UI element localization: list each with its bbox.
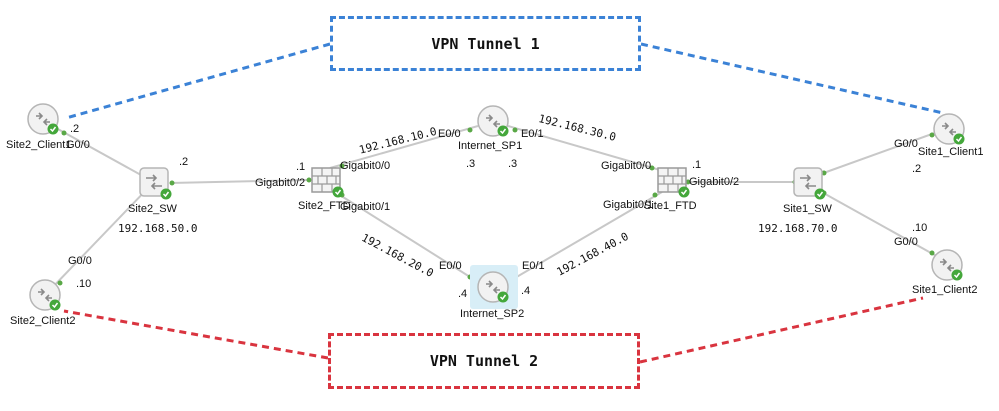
sp1-host-b-label: .3 [508,158,518,170]
link-s2c1-s2sw [55,127,151,181]
vpn-tunnel-2-label: VPN Tunnel 2 [429,352,539,370]
s2ftd-g01-label: Gigabit0/1 [340,201,391,213]
vpn-tunnel-2-box: VPN Tunnel 2 [328,333,640,389]
s2c1-interface-label: G0/0 [66,139,90,151]
vpn-tunnel-1-label: VPN Tunnel 1 [431,34,540,53]
link-s1sw-s1c1 [817,129,944,176]
s1c2-interface-label: G0/0 [894,236,918,248]
s1c2-host-label: .10 [912,222,928,234]
vpn-tunnel-1-box: VPN Tunnel 1 [330,16,641,71]
site1-ftd-node[interactable] [656,164,692,205]
link-s2ftd-sp1 [329,125,479,169]
s1ftd-host-label: .1 [692,159,702,171]
link-s2sw-s2ftd [169,179,311,184]
sp2-host-b-label: .4 [521,285,531,297]
link-sp2-s1ftd [507,191,663,283]
s1c1-interface-label: G0/0 [894,138,918,150]
s2ftd-host-label: .1 [296,161,306,173]
tunnel1-left-line [65,42,331,120]
site2-client2-name: Site2_Client2 [10,315,76,327]
internet-sp2-node[interactable] [470,265,518,309]
site2-ftd-node[interactable] [310,164,346,205]
site2-client2-node[interactable] [28,278,64,319]
link-s1sw-s1c2 [817,189,941,259]
site2-ftd-name: Site2_FTD [298,200,351,212]
s2ftd-g02-label: Gigabit0/2 [255,177,306,189]
site1-client2-name: Site1_Client2 [912,284,978,296]
site2-client1-name: Site2_Client1 [6,139,72,151]
sp1-e01-label: E0/1 [521,128,544,140]
switch-icon [793,167,826,200]
site1-subnet-label: 192.168.70.0 [758,222,838,235]
site1-ftd-name: Site1_FTD [644,200,697,212]
site1-sw-node[interactable] [792,166,828,207]
site2-subnet-label: 192.168.50.0 [118,222,198,235]
router-icon [29,279,61,311]
s1c1-host-label: .2 [912,163,922,175]
sp1-host-a-label: .3 [466,158,476,170]
link-sp1-s1ftd [507,125,661,171]
s2sw-host-label: .2 [179,156,189,168]
s2ftd-g00-label: Gigabit0/0 [340,160,391,172]
site1-client2-node[interactable] [930,248,966,289]
router-icon [477,271,509,303]
router-icon [931,249,963,281]
sp1-e00-label: E0/0 [438,128,461,140]
site2-sw-node[interactable] [138,166,174,207]
internet-sp1-name: Internet_SP1 [458,140,523,152]
router-icon [477,105,509,137]
tunnel1-right-line [640,42,944,115]
tunnel2-right-line [639,296,924,364]
sp2-e01-label: E0/1 [522,260,545,272]
link-s2sw-s2c2 [47,185,151,293]
s1ftd-g00-label: Gigabit0/0 [601,160,652,172]
site1-client1-name: Site1_Client1 [918,146,984,158]
s2c2-interface-label: G0/0 [68,255,92,267]
switch-icon [139,167,172,200]
s1ftd-g02-label: Gigabit0/2 [689,176,740,188]
site2-sw-name: Site2_SW [128,203,177,215]
router-icon [27,103,59,135]
link-s2ftd-sp2 [334,191,479,283]
site1-sw-name: Site1_SW [783,203,832,215]
sp2-e00-label: E0/0 [439,260,462,272]
s2c1-host-label: .2 [70,123,80,135]
tunnel2-left-line [63,309,329,360]
internet-sp1-node[interactable] [476,104,512,145]
site2-client1-node[interactable] [26,102,62,143]
sp2-host-a-label: .4 [458,288,468,300]
site1-client1-node[interactable] [932,112,968,153]
firewall-icon [657,167,690,198]
firewall-icon [311,167,344,198]
router-icon [933,113,965,145]
s1ftd-g01-label: Gigabit0/1 [603,199,654,211]
internet-sp2-name: Internet_SP2 [460,308,525,320]
s2c2-host-label: .10 [76,278,92,290]
